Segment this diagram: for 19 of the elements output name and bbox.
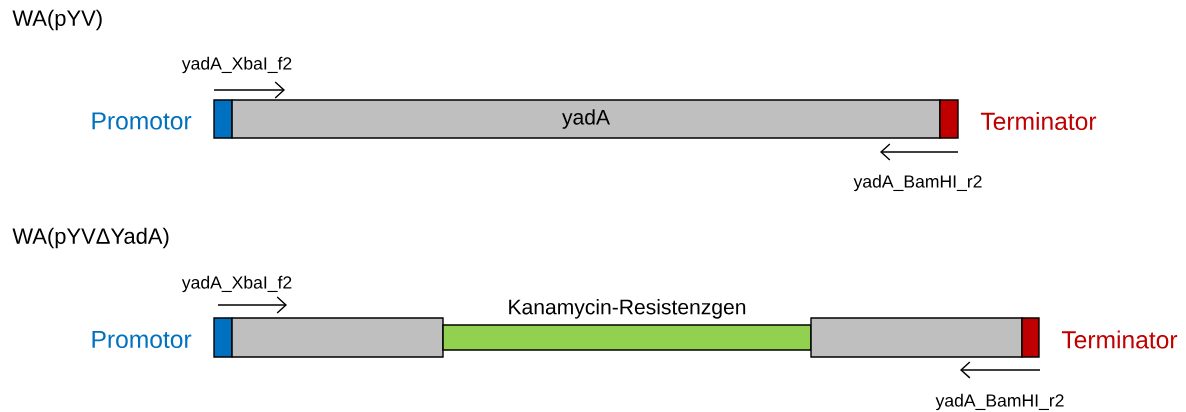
primer-label: yadA_BamHI_r2 [853, 174, 982, 192]
terminator-block [1021, 317, 1040, 358]
resistance-gene-bar: Kanamycin-Resistenzgen [442, 299, 812, 351]
element-label: Promotor [92, 330, 192, 349]
element-label: Promotor [92, 112, 192, 130]
construct-title: WA(pYVΔYadA) [12, 227, 169, 249]
gene-bar [810, 317, 1023, 358]
gene-bar [231, 317, 444, 358]
primer-label: yadA_XbaI_f2 [181, 275, 292, 293]
primer-label: yadA_XbaI_f2 [181, 56, 292, 74]
terminator-block [939, 99, 959, 139]
primer-label: yadA_BamHI_r2 [935, 393, 1064, 411]
element-label: Terminator [980, 111, 1097, 131]
node-label: Kanamycin-Resistenzgen [509, 299, 746, 319]
gene-bar: yadA [231, 99, 941, 139]
promoter-block [213, 99, 233, 139]
construct-title: WA(pYV) [12, 9, 102, 31]
element-label: Terminator [1061, 330, 1178, 349]
promoter-block [213, 317, 233, 358]
